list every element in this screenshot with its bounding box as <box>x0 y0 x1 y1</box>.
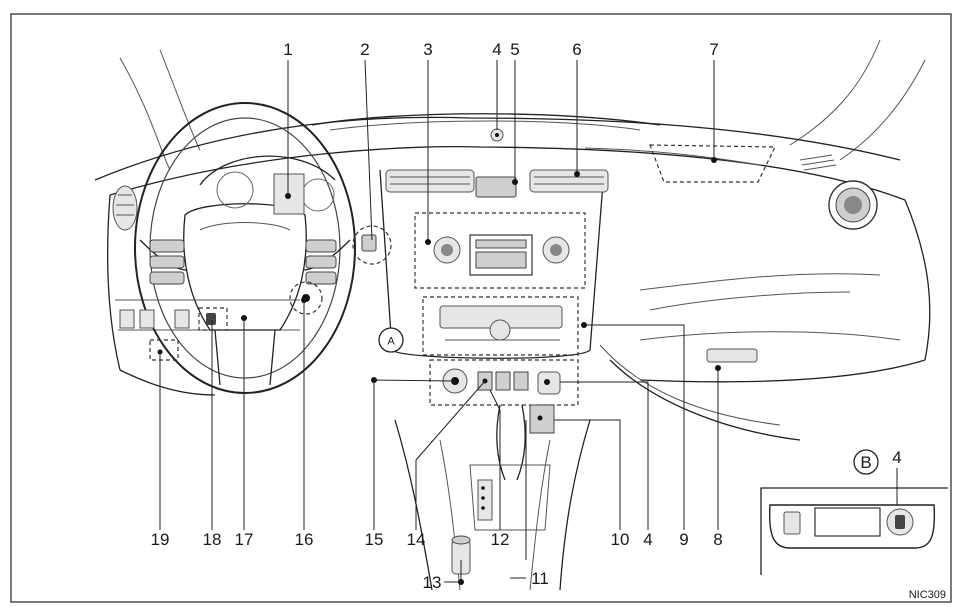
center-stack <box>379 169 609 434</box>
callout-11: 11 <box>531 569 549 588</box>
leader-dots <box>285 157 721 585</box>
callout-9: 9 <box>679 530 688 549</box>
callout-13: 13 <box>423 573 442 592</box>
figure-frame <box>10 13 952 603</box>
callout-14: 14 <box>407 530 426 549</box>
item-18-area <box>198 307 228 331</box>
callout-18: 18 <box>203 530 222 549</box>
left-switch-panel <box>119 309 190 329</box>
inset-b: B 4 <box>760 448 948 575</box>
inset-b-letter: B <box>860 453 871 472</box>
item-2-area <box>352 225 392 265</box>
item-19-area <box>149 339 179 361</box>
callout-10: 10 <box>611 530 630 549</box>
callout-7: 7 <box>709 40 718 59</box>
callout-3: 3 <box>423 40 432 59</box>
left-vent <box>112 185 138 231</box>
callout-5: 5 <box>510 40 519 59</box>
steering-wheel <box>134 102 356 394</box>
view-a-marker: A <box>378 327 404 353</box>
callout-6: 6 <box>572 40 581 59</box>
shift-lever <box>469 404 551 531</box>
callout-1: 1 <box>283 40 292 59</box>
callout-17: 17 <box>235 530 254 549</box>
callout-16: 16 <box>295 530 314 549</box>
callout-4-bottom: 4 <box>643 530 652 549</box>
callout-15: 15 <box>365 530 384 549</box>
callout-2: 2 <box>360 40 369 59</box>
callout-8: 8 <box>713 530 722 549</box>
callout-12: 12 <box>491 530 510 549</box>
passenger-area-box <box>649 144 776 183</box>
callout-4-top: 4 <box>492 40 501 59</box>
right-speaker-grille <box>799 154 837 171</box>
callout-19: 19 <box>151 530 170 549</box>
right-round-vent <box>828 180 878 230</box>
power-outlet <box>451 535 471 575</box>
figure-id: NIC309 <box>909 589 946 601</box>
dashboard-outline <box>94 39 931 591</box>
view-a-label: A <box>387 336 395 348</box>
inset-callout-4: 4 <box>892 448 901 467</box>
callout-labels: 1 2 3 4 5 6 7 19 18 17 16 15 14 13 12 11… <box>151 40 723 592</box>
hazard-switch <box>490 128 504 142</box>
item-16-area <box>289 281 323 315</box>
